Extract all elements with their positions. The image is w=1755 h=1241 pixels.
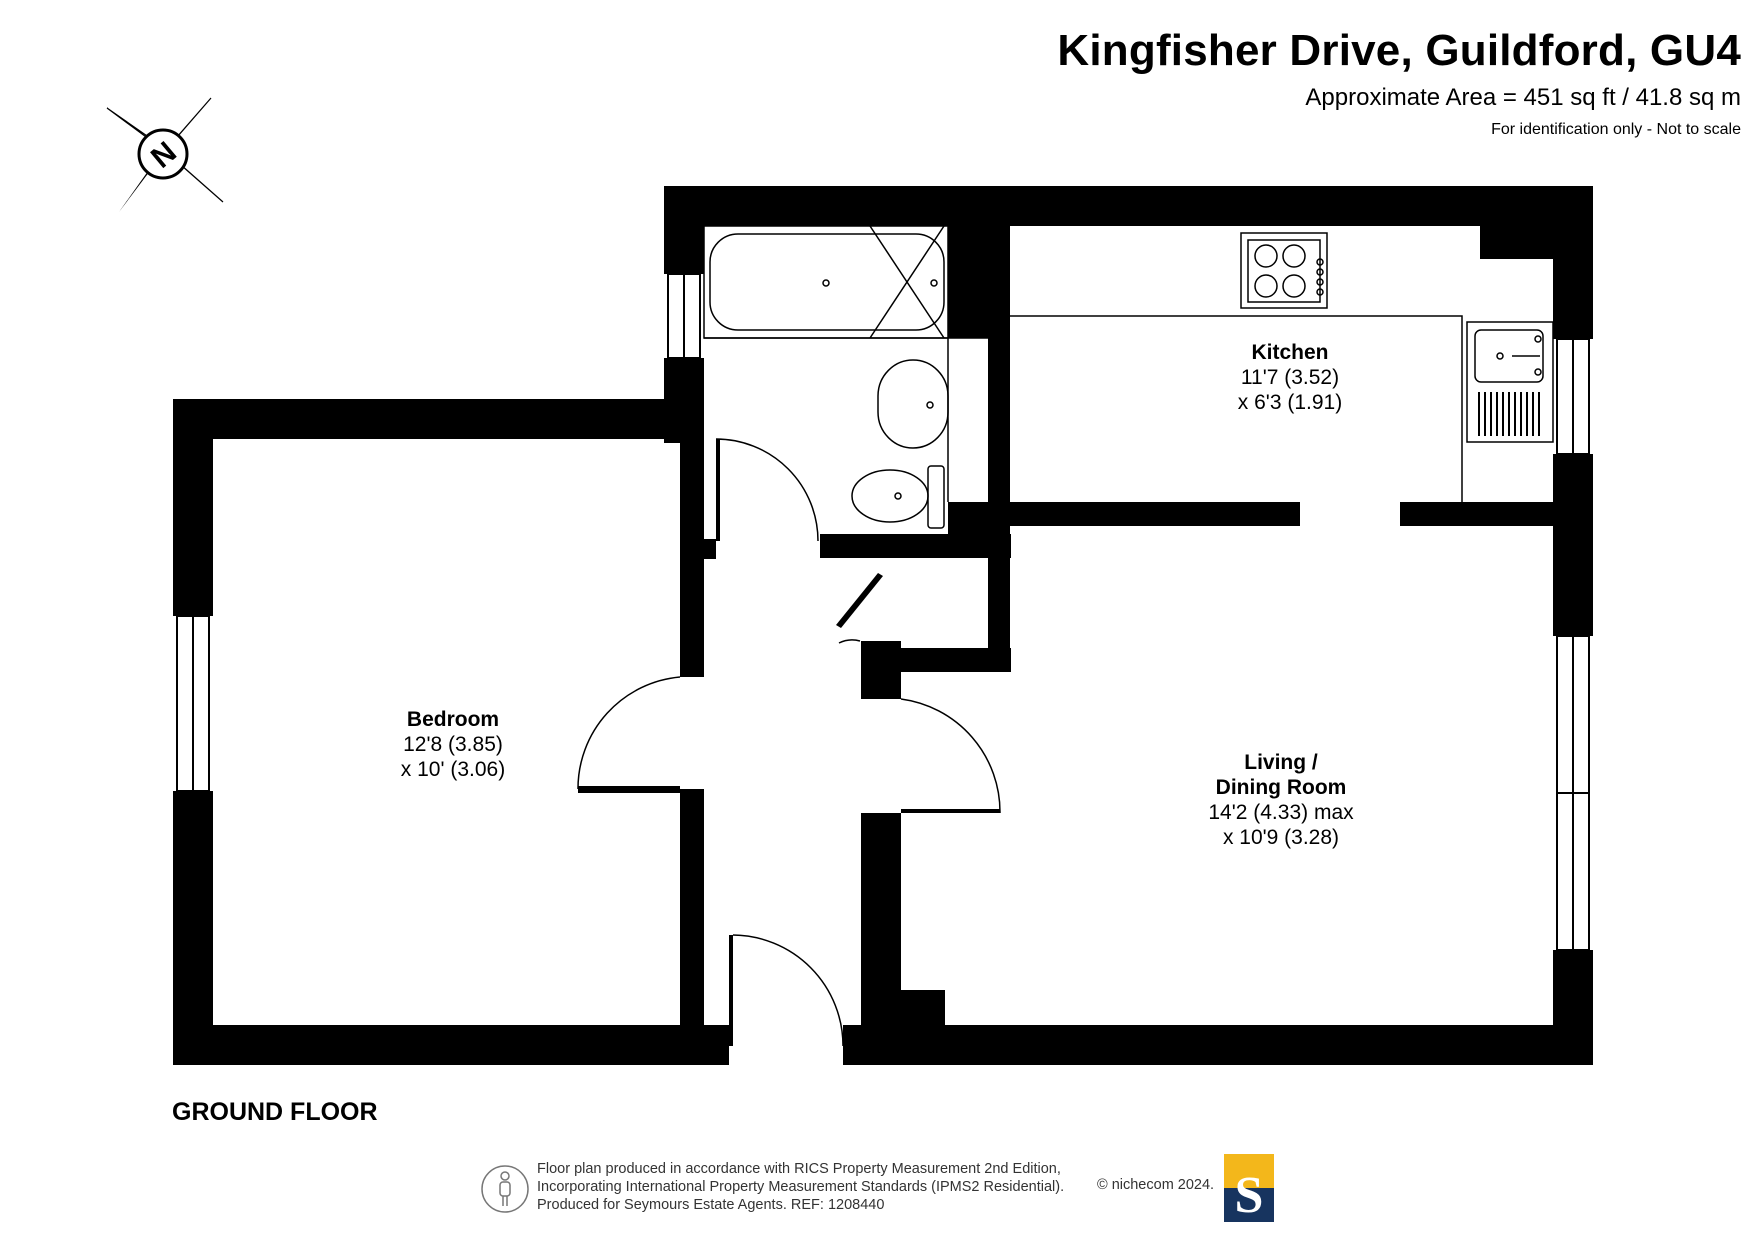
footer-text: Floor plan produced in accordance with R… <box>537 1160 1064 1214</box>
person-icon <box>481 1165 529 1213</box>
page-title: Kingfisher Drive, Guildford, GU4 <box>1057 26 1741 75</box>
windows <box>176 273 1590 951</box>
room-name: Living / <box>1244 751 1318 774</box>
bathroom-fixtures <box>703 225 988 542</box>
footer-line: Produced for Seymours Estate Agents. REF… <box>537 1197 885 1213</box>
room-dimension: x 10'9 (3.28) <box>1222 826 1340 849</box>
copyright: © nichecom 2024. <box>1097 1177 1215 1193</box>
seymours-logo: S <box>1224 1154 1274 1222</box>
walls <box>173 186 1593 1065</box>
room-name: Bedroom <box>406 708 500 731</box>
floor-label: GROUND FLOOR <box>172 1098 378 1126</box>
room-name: Dining Room <box>1215 776 1347 799</box>
room-bedroom: Bedroom 12'8 (3.85) x 10' (3.06) <box>401 707 505 782</box>
room-name: Kitchen <box>1251 341 1329 364</box>
room-kitchen: Kitchen 11'7 (3.52) x 6'3 (1.91) <box>1238 340 1342 415</box>
door-swings <box>577 639 1001 1047</box>
room-dimension: x 6'3 (1.91) <box>1237 391 1343 414</box>
footer-line: Incorporating International Property Mea… <box>537 1179 1065 1195</box>
approximate-area: Approximate Area = 451 sq ft / 41.8 sq m <box>1305 84 1741 111</box>
room-dimension: 11'7 (3.52) <box>1240 366 1340 389</box>
scale-disclaimer: For identification only - Not to scale <box>1491 121 1741 138</box>
sink-drainer <box>1478 392 1540 436</box>
door-leaves <box>578 573 1000 1046</box>
footer-line: Floor plan produced in accordance with R… <box>537 1161 1061 1177</box>
room-living-dining: Living / Dining Room 14'2 (4.33) max x 1… <box>1208 750 1353 850</box>
logo-letter: S <box>1235 1167 1264 1222</box>
compass-icon: N <box>106 97 224 212</box>
room-dimension: 12'8 (3.85) <box>403 733 503 756</box>
room-dimension: 14'2 (4.33) max <box>1208 801 1354 824</box>
room-dimension: x 10' (3.06) <box>400 758 506 781</box>
kitchen-fixtures <box>1010 232 1554 502</box>
